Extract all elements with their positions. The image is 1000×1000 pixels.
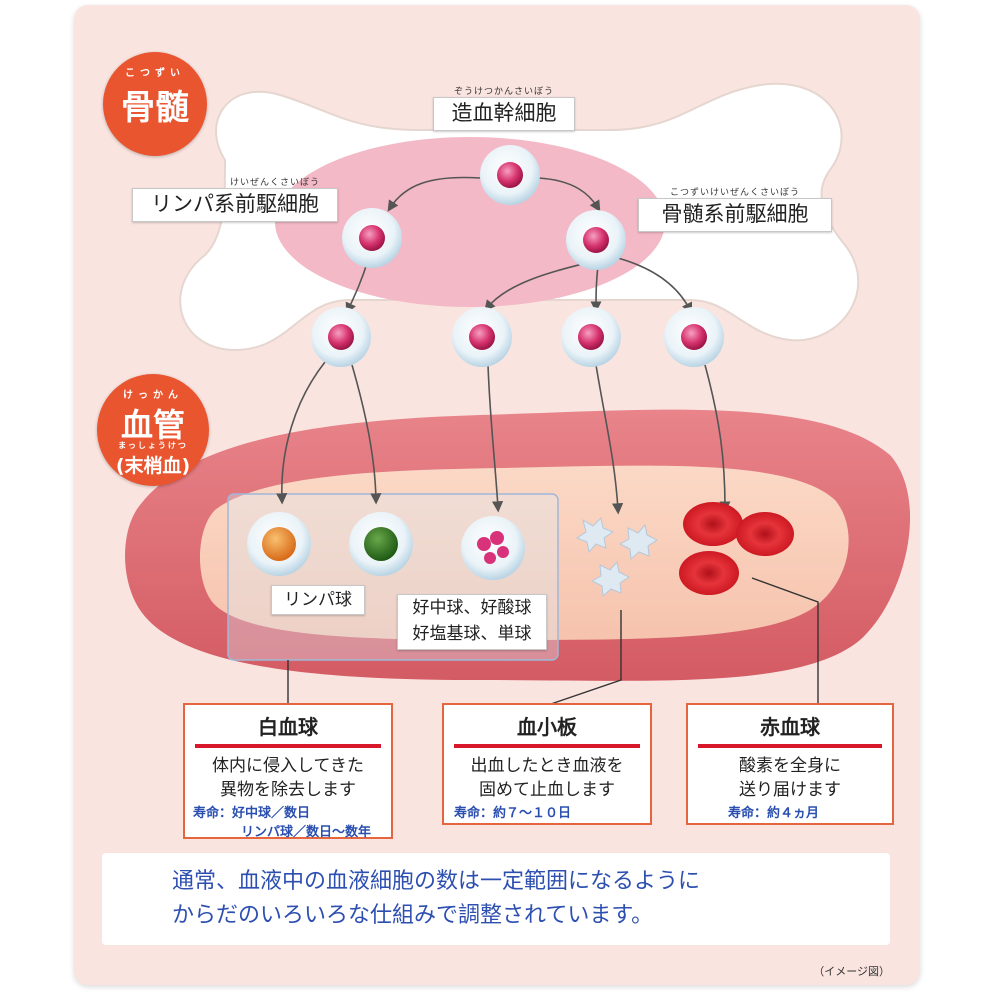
lymphocyte-orange (247, 512, 311, 576)
wbc-info-box: 白血球 体内に侵入してきた 異物を除去します 寿命：好中球／数日 リンパ球／数日… (183, 703, 393, 840)
myeloid-progenitor-text: 骨髄系前駆細胞 (661, 202, 809, 226)
erythroid-precursor-cell (664, 307, 724, 367)
rbc-title: 赤血球 (760, 715, 820, 739)
bone-marrow-ruby: こつずい (125, 68, 185, 79)
lymphocyte-precursor-cell (311, 307, 371, 367)
stem-cell-text: 造血幹細胞 (451, 101, 557, 125)
rbc-info-box: 赤血球 酸素を全身に 送り届けます 寿命：約４ヵ月 (686, 703, 894, 825)
platelet-info-box: 血小板 出血したとき血液を 固めて止血します 寿命：約７〜１０日 (442, 703, 652, 825)
rbc-lifespan: 寿命：約４ヵ月 (728, 806, 820, 821)
granulocyte-precursor-cell (452, 307, 512, 367)
image-caption: （イメージ図） (813, 965, 890, 978)
wbc-desc-line1: 体内に侵入してきた (212, 756, 364, 776)
rbc-title-bar (698, 744, 882, 748)
wbc-desc-line2: 異物を除去します (220, 780, 356, 800)
platelet-desc-line1: 出血したとき血液を (470, 756, 624, 776)
rbc-desc-line2: 送り届けます (739, 780, 841, 800)
regulation-note: 通常、血液中の血液細胞の数は一定範囲になるように からだのいろいろな仕組みで調整… (102, 853, 890, 945)
regulation-note-line2: からだのいろいろな仕組みで調整されています。 (172, 903, 654, 928)
granulocyte-caption-line1: 好中球、好酸球 (412, 598, 532, 618)
myeloid-progenitor-ruby: こつずいけいぜんくさいぼう (669, 188, 800, 198)
megakaryocyte-precursor-cell (561, 307, 621, 367)
wbc-title: 白血球 (258, 715, 318, 739)
lymphoid-progenitor-cell (342, 208, 402, 268)
blood-vessel-badge: けっかん 血管 まっしょうけつ (末梢血) (97, 374, 209, 486)
wbc-lifespan-line1: 寿命：好中球／数日 (193, 806, 311, 821)
granulocyte-caption-line2: 好塩基球、単球 (412, 624, 532, 644)
stem-cell (480, 145, 540, 205)
granulocyte-cell (461, 516, 525, 580)
lymphoid-progenitor-text: リンパ系前駆細胞 (151, 192, 319, 216)
lymphoid-progenitor-ruby: けいぜんくさいぼう (229, 178, 320, 188)
peripheral-blood-label: (末梢血) (115, 455, 191, 477)
peripheral-blood-ruby: まっしょうけつ (118, 441, 188, 450)
wbc-title-bar (195, 744, 381, 748)
myeloid-progenitor-label: こつずいけいぜんくさいぼう 骨髄系前駆細胞 (638, 188, 832, 232)
stem-cell-label: ぞうけつかんさいぼう 造血幹細胞 (433, 87, 575, 131)
rbc-desc-line1: 酸素を全身に (739, 756, 841, 776)
bone-marrow-label: 骨髄 (121, 88, 189, 128)
platelet-title-bar (454, 744, 640, 748)
lymphocyte-green (349, 512, 413, 576)
blood-vessel-ruby: けっかん (123, 390, 183, 401)
lymphocyte-caption: リンパ球 (271, 585, 365, 615)
platelets (575, 516, 658, 598)
platelet-desc-line2: 固めて止血します (479, 780, 615, 800)
platelet-title: 血小板 (517, 715, 577, 739)
differentiation-arrows (276, 176, 731, 515)
stem-cell-ruby: ぞうけつかんさいぼう (453, 87, 554, 97)
platelet-lifespan: 寿命：約７〜１０日 (454, 806, 572, 821)
blood-vessel-label: 血管 (120, 406, 185, 444)
myeloid-progenitor-cell (566, 210, 626, 270)
leader-lines (287, 577, 819, 706)
wbc-lifespan-line2: リンパ球／数日〜数年 (241, 825, 372, 840)
regulation-note-line1: 通常、血液中の血液細胞の数は一定範囲になるように (172, 869, 701, 894)
red-blood-cells (679, 502, 794, 595)
bone-marrow-badge: こつずい 骨髄 (103, 52, 207, 156)
granulocyte-caption: 好中球、好酸球 好塩基球、単球 (397, 594, 547, 650)
lymphoid-progenitor-label: けいぜんくさいぼう リンパ系前駆細胞 (132, 178, 338, 222)
